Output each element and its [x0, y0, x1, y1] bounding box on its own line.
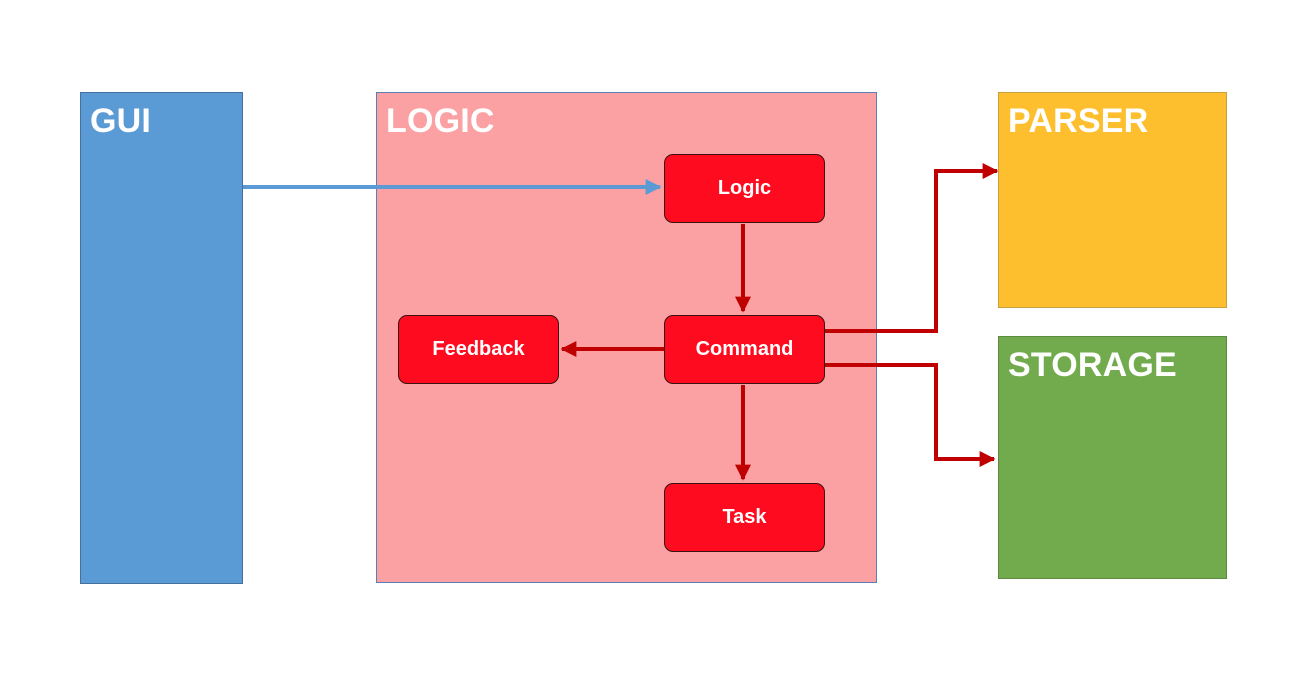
logic-node: Logic: [664, 154, 825, 223]
feedback-node: Feedback: [398, 315, 559, 384]
gui-component: GUI: [80, 92, 243, 584]
storage-component: STORAGE: [998, 336, 1227, 579]
parser-title: PARSER: [1008, 102, 1149, 140]
logic-component-title: LOGIC: [386, 102, 495, 140]
storage-title: STORAGE: [1008, 346, 1177, 384]
logic-node-label: Logic: [717, 177, 772, 199]
task-node: Task: [664, 483, 825, 552]
parser-component: PARSER: [998, 92, 1227, 308]
gui-title: GUI: [90, 102, 152, 140]
command-node-label: Command: [695, 338, 794, 360]
command-node: Command: [664, 315, 825, 384]
task-node-label: Task: [722, 506, 767, 528]
feedback-node-label: Feedback: [432, 338, 525, 360]
